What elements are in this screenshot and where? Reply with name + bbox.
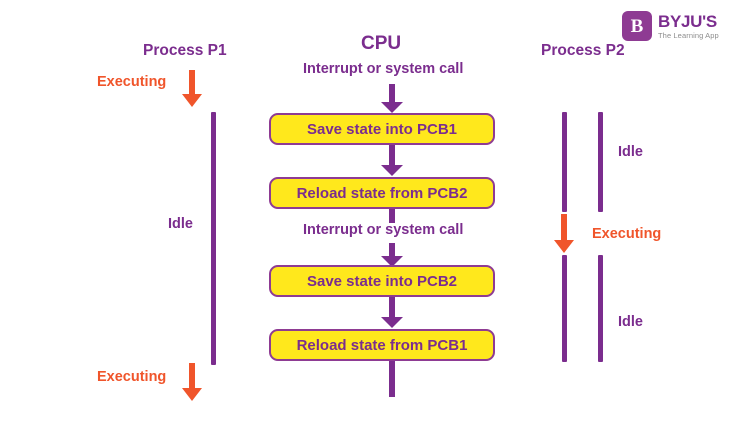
p1-executing-top-arrow-icon [182,70,202,108]
cpu-step-3-label: Save state into PCB2 [306,272,458,290]
byjus-logo-tagline: The Learning App [658,30,719,40]
cpu-second-event-label: Interrupt or system call [303,222,464,238]
p2-executing-label: Executing [592,226,662,242]
cpu-first-event-label: Interrupt or system call [303,61,464,77]
cpu-arrow-to-step-4-icon [381,297,403,329]
p2-lifeline-left-lower [562,255,567,362]
cpu-step-box-3[interactable]: Save state into PCB2 [269,265,495,297]
p1-executing-bottom-label: Executing [97,369,167,385]
cpu-step-2-label: Reload state from PCB2 [296,184,468,202]
p2-idle-bottom-label: Idle [618,314,643,330]
cpu-lifeline-tail [389,361,395,397]
byjus-logo: B BYJU'S The Learning App [622,8,734,44]
cpu-arrow-to-step-3-icon [381,243,403,267]
byjus-logo-icon: B [622,11,652,41]
cpu-arrow-to-step-2-icon [381,145,403,177]
cpu-step-box-1[interactable]: Save state into PCB1 [269,113,495,145]
cpu-step-1-label: Save state into PCB1 [306,120,458,138]
byjus-logo-name: BYJU'S [658,11,717,31]
p1-idle-label: Idle [168,216,193,232]
p1-executing-top-label: Executing [97,74,167,90]
cpu-step-4-label: Reload state from PCB1 [296,336,468,354]
process-p1-title: Process P1 [143,42,227,59]
p2-lifeline-right-upper [598,112,603,212]
cpu-connector-to-second-event [389,209,395,223]
byjus-logo-text: BYJU'S The Learning App [658,13,719,40]
cpu-title: CPU [361,33,402,54]
p2-lifeline-right-lower [598,255,603,362]
process-p2-title: Process P2 [541,42,625,59]
cpu-arrow-to-step-1-icon [381,84,403,113]
cpu-step-box-4[interactable]: Reload state from PCB1 [269,329,495,361]
byjus-logo-letter: B [630,15,644,37]
p1-executing-bottom-arrow-icon [182,363,202,403]
p2-executing-arrow-icon [554,214,574,256]
p2-lifeline-left-upper [562,112,567,212]
p1-lifeline [211,112,216,365]
p2-idle-top-label: Idle [618,144,643,160]
cpu-step-box-2[interactable]: Reload state from PCB2 [269,177,495,209]
